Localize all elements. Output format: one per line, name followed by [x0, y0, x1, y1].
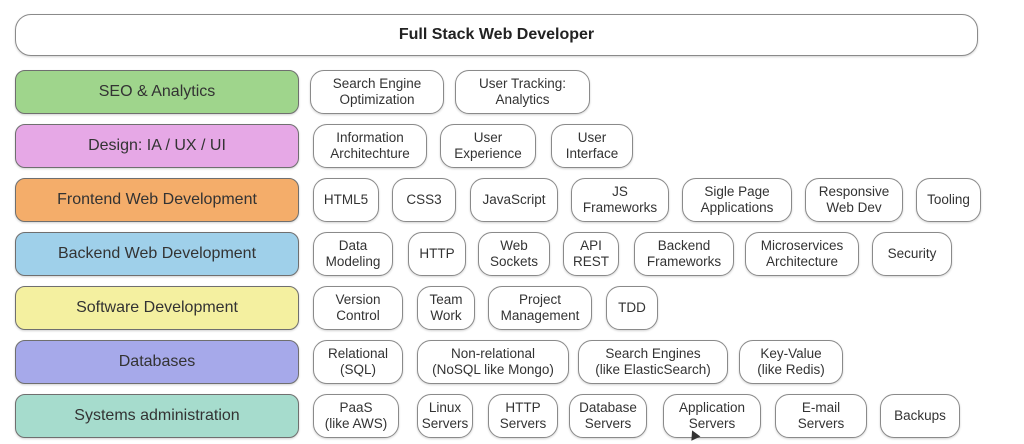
- category-box: Backend Web Development: [15, 232, 299, 276]
- skill-box: User Tracking: Analytics: [455, 70, 590, 114]
- skill-box: Security: [872, 232, 952, 276]
- skill-box: Application Servers: [663, 394, 761, 438]
- skill-box: Sigle Page Applications: [682, 178, 792, 222]
- category-box: Design: IA / UX / UI: [15, 124, 299, 168]
- skill-box: API REST: [563, 232, 619, 276]
- category-box: Software Development: [15, 286, 299, 330]
- skill-box: HTTP: [408, 232, 466, 276]
- skill-box: Relational (SQL): [313, 340, 403, 384]
- skill-box: Team Work: [417, 286, 475, 330]
- skill-box: Project Management: [488, 286, 592, 330]
- skill-box: Information Architechture: [313, 124, 427, 168]
- skill-box: User Interface: [551, 124, 633, 168]
- skill-box: Search Engines (like ElasticSearch): [578, 340, 728, 384]
- category-box: SEO & Analytics: [15, 70, 299, 114]
- skill-box: Web Sockets: [478, 232, 550, 276]
- skill-box: HTTP Servers: [488, 394, 558, 438]
- category-box: Systems administration: [15, 394, 299, 438]
- skill-box: PaaS (like AWS): [313, 394, 399, 438]
- skill-box: Linux Servers: [417, 394, 473, 438]
- category-box: Databases: [15, 340, 299, 384]
- skill-box: Search Engine Optimization: [310, 70, 444, 114]
- skill-box: Tooling: [916, 178, 981, 222]
- skill-box: User Experience: [440, 124, 536, 168]
- skill-box: TDD: [606, 286, 658, 330]
- skill-box: Key-Value (like Redis): [739, 340, 843, 384]
- skill-box: JS Frameworks: [571, 178, 669, 222]
- skill-box: Responsive Web Dev: [805, 178, 903, 222]
- skill-box: Backups: [880, 394, 960, 438]
- skill-box: Version Control: [313, 286, 403, 330]
- skill-box: Data Modeling: [313, 232, 393, 276]
- skill-box: CSS3: [392, 178, 456, 222]
- skill-box: E-mail Servers: [775, 394, 867, 438]
- skill-box: Microservices Architecture: [745, 232, 859, 276]
- skill-box: Non-relational (NoSQL like Mongo): [417, 340, 569, 384]
- skill-box: Backend Frameworks: [634, 232, 734, 276]
- skill-box: JavaScript: [470, 178, 558, 222]
- diagram-title: Full Stack Web Developer: [15, 14, 978, 56]
- skill-box: Database Servers: [569, 394, 647, 438]
- category-box: Frontend Web Development: [15, 178, 299, 222]
- skill-box: HTML5: [313, 178, 379, 222]
